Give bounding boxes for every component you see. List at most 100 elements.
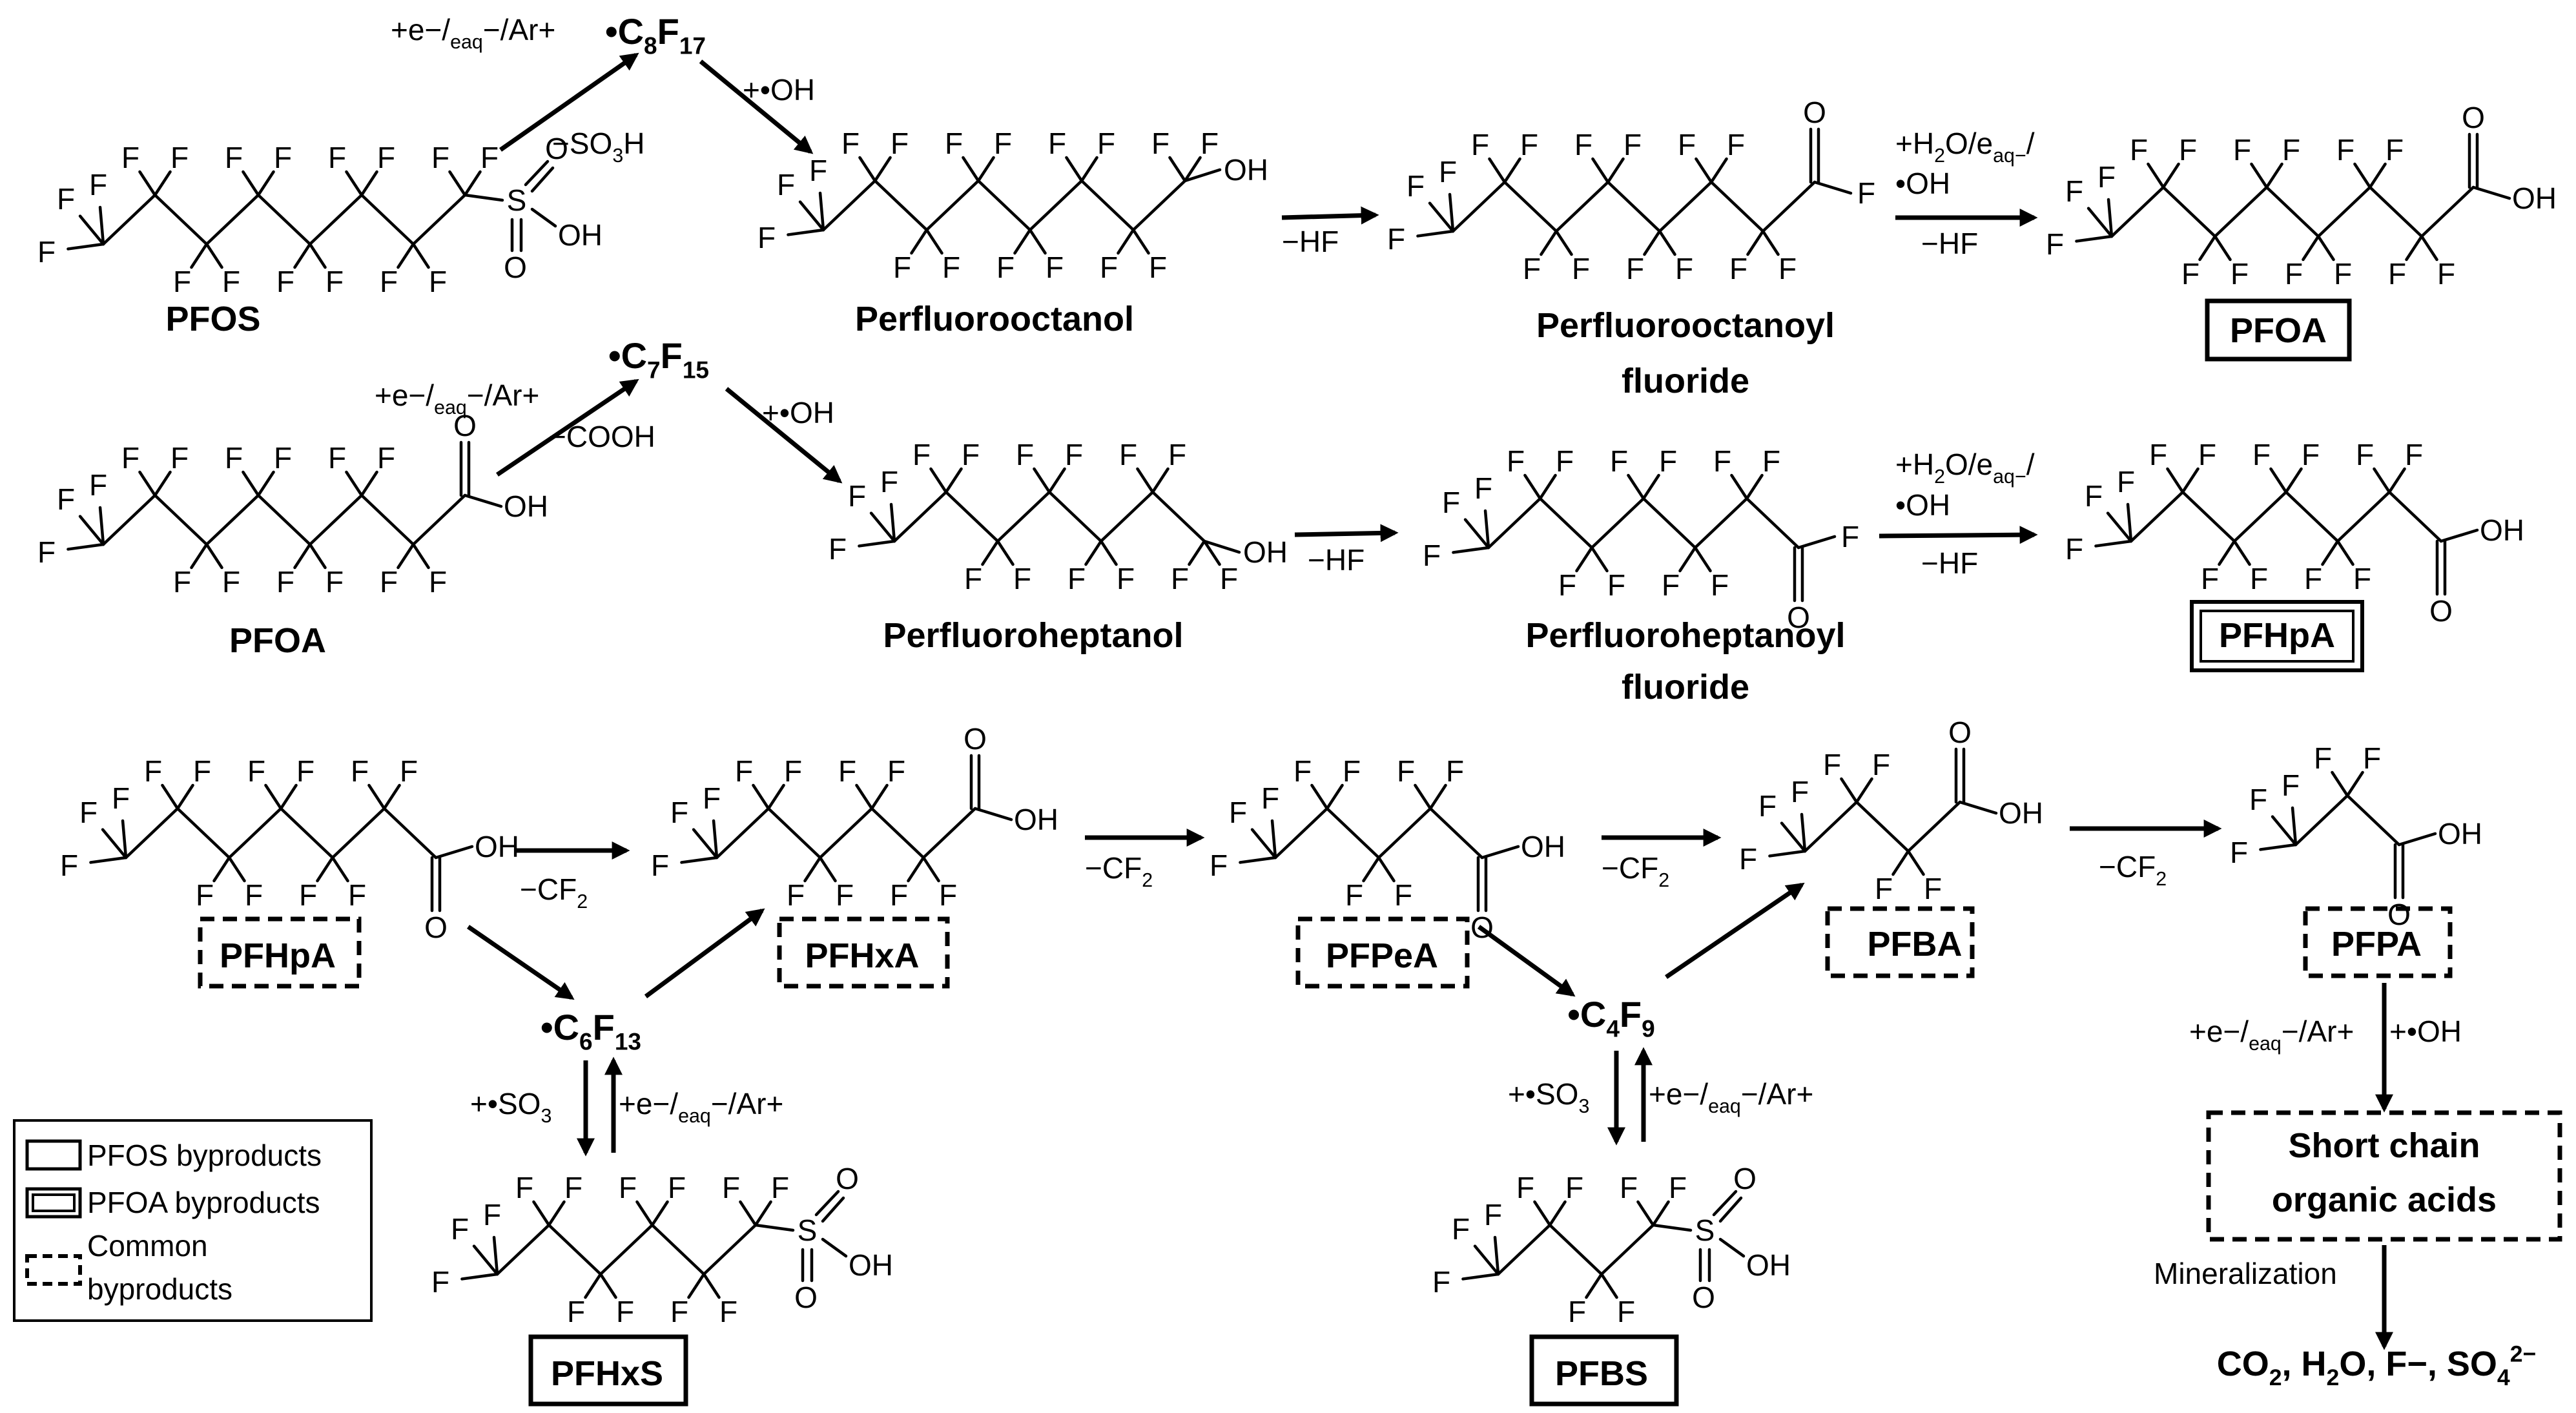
fluorine-atom: F [2250,562,2268,595]
hydroxyl-group: OH [1521,830,1565,863]
fluorine-atom: F [564,1171,582,1204]
cond-reductive-pfpa: +e−/eaq−/Ar+ [2189,1015,2354,1055]
fluorine-atom: F [380,265,398,298]
fluorine-atom: F [2437,257,2455,291]
fluorine-atom: F [1626,252,1644,285]
fluorine-atom: F [964,562,982,595]
fluorine-atom: F [1739,842,1757,876]
fluorine-atom: F [1149,251,1167,284]
fluorine-atom: F [1220,562,1238,595]
fluorine-atom: F [2149,438,2167,471]
legend-pfoa-byproducts: PFOA byproducts [87,1186,320,1219]
arrow-c4f9-to-pfba [1665,882,1805,979]
label-boxes [198,298,2562,1407]
arrow-pfoa-to-c7f15 [496,378,639,477]
fluorine-atom: F [848,479,866,513]
pfoa-solid-box [2205,298,2352,362]
fluorine-atom: F [1261,781,1279,815]
fluorine-atom: F [247,754,265,788]
fluorine-atom: F [1516,1171,1534,1204]
fluorine-atom: F [619,1171,637,1204]
cond-reductive-pfoa: +e−/eaq−/Ar+ [375,378,539,418]
hydroxyl-group: OH [2438,817,2482,851]
cond-minus-so3h: −SO3H [552,127,644,167]
fluorine-atom: F [325,265,344,298]
fluorine-atom: F [1523,252,1541,285]
fluorine-atom: F [60,849,78,882]
cond-minus-hf-4: −HF [1921,546,1978,580]
fluorine-atom: F [1762,444,1780,478]
fluorine-atom: F [274,141,292,174]
fluorine-atom: F [2252,438,2271,471]
pfpea-label: PFPeA [1326,936,1438,975]
fluorine-atom: F [2201,562,2219,595]
pfba-label: PFBA [1868,925,1963,964]
cond-minus-hf-3: −HF [1308,543,1365,577]
fluorine-atom: F [222,565,240,599]
fluorine-atom: F [2334,257,2352,291]
fluorine-atom: F [1791,775,1809,809]
fluorine-atom: F [841,127,860,160]
fluorine-atom: F [829,532,847,566]
fluorine-atom: F [912,438,931,471]
fluorine-atom: F [1442,486,1460,519]
fluorine-atom: F [670,796,688,829]
fluorine-atom: F [722,1171,740,1204]
cond-oh-2: +•OH [762,396,834,429]
fluorine-atom: F [836,878,854,912]
oxygen-atom: O [424,911,448,944]
legend-frame [13,1119,373,1322]
fluorine-atom: F [1620,1171,1638,1204]
cond-minus-cf2-2: −CF2 [1085,851,1153,891]
fluorine-atom: F [2233,133,2251,167]
fluorine-atom: F [173,565,191,599]
fluorine-atom: F [276,565,294,599]
sulfonyl-oxygen-atom: O [836,1162,859,1195]
fluorine-atom: F [1872,748,1890,781]
fluorine-atom: F [757,221,776,254]
fluorine-atom: F [1343,754,1361,788]
arrow-heptanoyl-to-pfhpa [1879,526,2038,544]
pfhpa-product-label: PFHpA [2219,616,2335,655]
legend-common-line2: byproducts [87,1272,232,1306]
oxygen-atom: O [2462,101,2485,134]
cond-h2o-1-line2: •OH [1895,167,1950,200]
hydroxyl-group: OH [504,490,548,523]
c6f13-radical: •C6F13 [541,1007,641,1055]
arrow-c7f15-to-heptanol [725,387,843,484]
fluorine-atom: F [57,182,75,216]
fluorine-atom: F [193,754,211,788]
fluorine-atom: F [37,235,56,269]
fluorine-atom: F [377,141,395,174]
fluorine-atom: F [1013,562,1031,595]
fluorine-atom: F [483,1198,501,1232]
cond-minus-cf2-1: −CF2 [520,872,588,913]
fluorine-atom: F [1406,169,1425,203]
fluorine-atom: F [2314,741,2332,775]
fluorine-atom: F [173,265,191,298]
fluorine-atom: F [942,251,960,284]
perfluoroheptanoyl-fluoride-label-line2: fluoride [1622,668,1749,706]
cond-plus-so3-1: +•SO3 [470,1087,551,1127]
fluorine-atom: F [670,1295,688,1328]
legend-dashed-swatch [25,1254,82,1286]
fluorine-atom: F [1397,754,1415,788]
fluorine-atom: F [2046,227,2064,261]
fluorine-atom: F [2085,479,2103,513]
fluorine-atom: F [719,1295,737,1328]
fluorine-atom: F [1065,438,1083,471]
fluorine-atom: F [515,1171,533,1204]
hydroxyl-group: OH [1014,803,1058,836]
fluorine-atom: F [1758,789,1777,823]
cond-h2o-2-line2: •OH [1895,488,1950,522]
cond-oh-3: +•OH [2389,1015,2462,1048]
pfhxa-dashed-box [777,916,950,989]
pfpa-dashed-box [2303,906,2453,978]
perfluorooctanoyl-fluoride-label-line1: Perfluorooctanoyl [1536,306,1835,345]
